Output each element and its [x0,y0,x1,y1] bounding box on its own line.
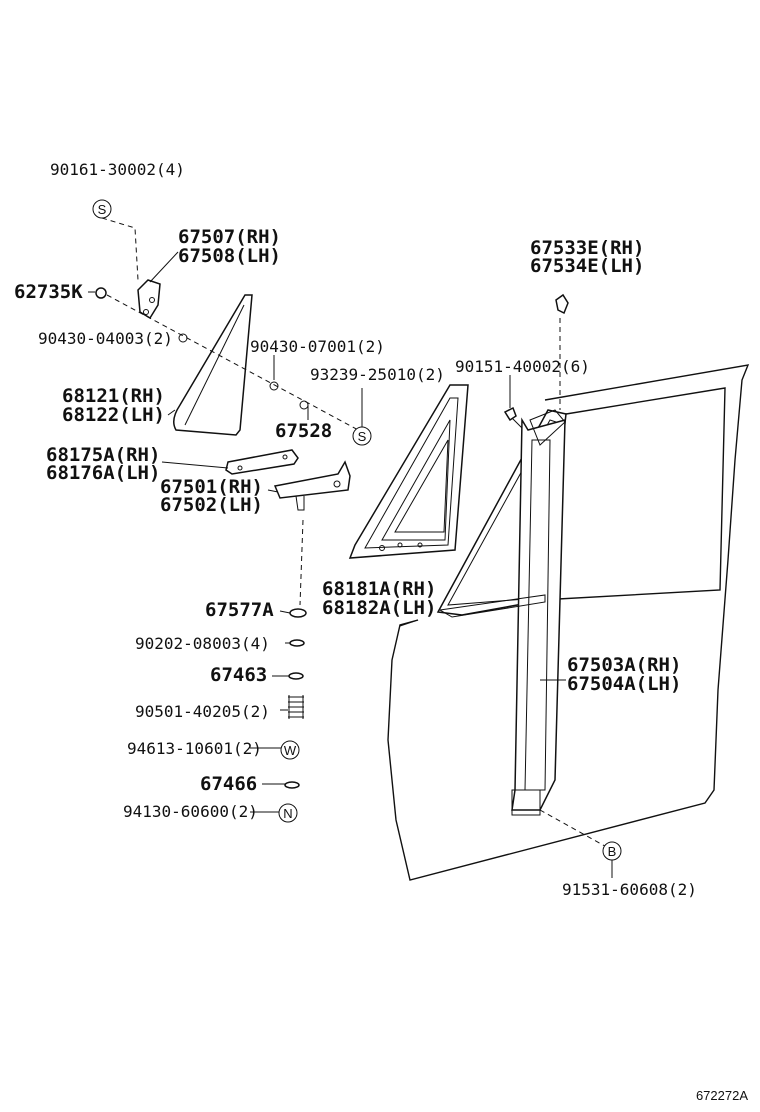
symbol-s-text: S [98,202,107,217]
label-67534E: 67534E(LH) [530,255,644,277]
label-67507: 67507(RH) [178,226,281,248]
label-68122: 68122(LH) [62,404,165,426]
label-91531: 91531-60608(2) [562,880,697,899]
symbol-b-text: B [608,844,617,859]
symbol-screw-top: S [92,199,112,219]
label-67463: 67463 [210,664,267,686]
symbol-bolt: B [602,841,622,861]
label-68121: 68121(RH) [62,385,165,407]
label-67501: 67501(RH) [160,476,263,498]
label-67528: 67528 [275,420,332,442]
part-labels: 90161-30002(4) 67507(RH) 67508(LH) 62735… [14,160,697,899]
label-62735K: 62735K [14,281,83,303]
label-90202: 90202-08003(4) [135,634,270,653]
pivot-stack [284,608,307,789]
screw-90430-04003 [178,333,188,343]
label-90501: 90501-40205(2) [135,702,270,721]
label-94130: 94130-60600(2) [123,802,258,821]
vent-glass [173,294,253,436]
hinge-plate-67501 [273,460,351,511]
symbol-washer: W [280,740,300,760]
label-94613: 94613-10601(2) [127,739,262,758]
label-67503A: 67503A(RH) [567,654,681,676]
label-67508: 67508(LH) [178,245,281,267]
label-93239: 93239-25010(2) [310,365,445,384]
door-screw [503,406,523,429]
label-90161: 90161-30002(4) [50,160,185,179]
label-67504A: 67504A(LH) [567,673,681,695]
symbol-screw-mid: S [352,426,372,446]
hinge-plate-68175A [225,449,299,475]
label-90430-04003: 90430-04003(2) [38,329,173,348]
symbol-nut: N [278,803,298,823]
label-68181A: 68181A(RH) [322,578,436,600]
label-67533E: 67533E(RH) [530,237,644,259]
symbol-n-text: N [283,806,292,821]
label-90151: 90151-40002(6) [455,357,590,376]
symbol-s-text: S [358,429,367,444]
diagram-id: 672272A [696,1088,748,1103]
leader-lines [88,217,613,878]
division-bar-assembly [436,409,567,816]
label-67466: 67466 [200,773,257,795]
label-68182A: 68182A(LH) [322,597,436,619]
cushion-62735K [95,287,107,299]
door-panel-outline [387,364,750,881]
symbol-w-text: W [284,743,297,758]
screw-90430-07001 [269,381,279,391]
vent-frame-assembly [348,384,469,559]
label-90430-07001: 90430-07001(2) [250,337,385,356]
label-67577A: 67577A [205,599,274,621]
label-67502: 67502(LH) [160,494,263,516]
label-68176A: 68176A(LH) [46,462,160,484]
weatherstrip-clip [555,293,569,315]
hinge-bracket [137,279,161,320]
label-68175A: 68175A(RH) [46,444,160,466]
